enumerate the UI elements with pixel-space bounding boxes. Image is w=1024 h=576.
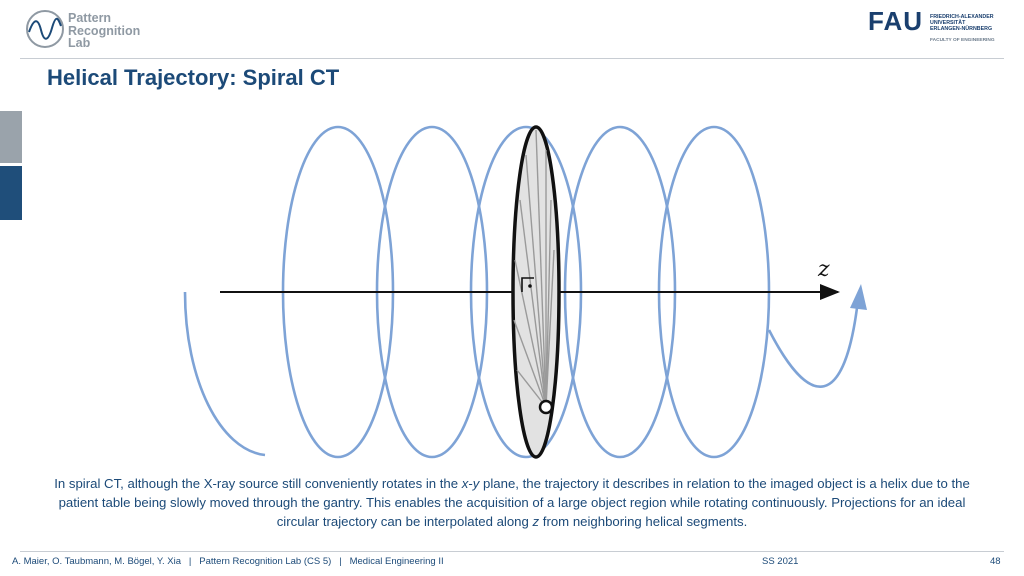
lab-logo-icon [26, 10, 64, 48]
fau-university-name: FRIEDRICH-ALEXANDER UNIVERSITÄT ERLANGEN… [930, 14, 994, 33]
fau-logo-letters: FAU [868, 6, 923, 36]
helix-arrowhead [850, 284, 867, 310]
footer-divider [20, 551, 1004, 552]
page-number: 48 [990, 556, 1001, 567]
slide-title: Helical Trajectory: Spiral CT [47, 65, 340, 90]
z-axis-label: z [817, 257, 830, 282]
helix-start-arc [183, 291, 266, 457]
slide-caption: In spiral CT, although the X-ray source … [54, 476, 970, 529]
footer-term: SS 2021 [762, 556, 799, 567]
side-progress-blue [0, 166, 22, 220]
x-ray-source [538, 399, 554, 415]
helix-end-arc [767, 299, 860, 388]
fau-logo: FAU FRIEDRICH-ALEXANDER UNIVERSITÄT ERLA… [868, 8, 1008, 48]
helix-diagram: z [183, 125, 867, 459]
projection-rays [513, 129, 555, 408]
right-angle-dot [528, 284, 532, 288]
fau-faculty: FACULTY OF ENGINEERING [930, 38, 995, 43]
lab-name: Pattern Recognition Lab [68, 11, 141, 50]
header-divider [20, 58, 1004, 59]
footer-credits: A. Maier, O. Taubmann, M. Bögel, Y. Xia … [12, 556, 444, 567]
right-angle-mark [521, 277, 534, 292]
side-progress-gray [0, 111, 22, 163]
